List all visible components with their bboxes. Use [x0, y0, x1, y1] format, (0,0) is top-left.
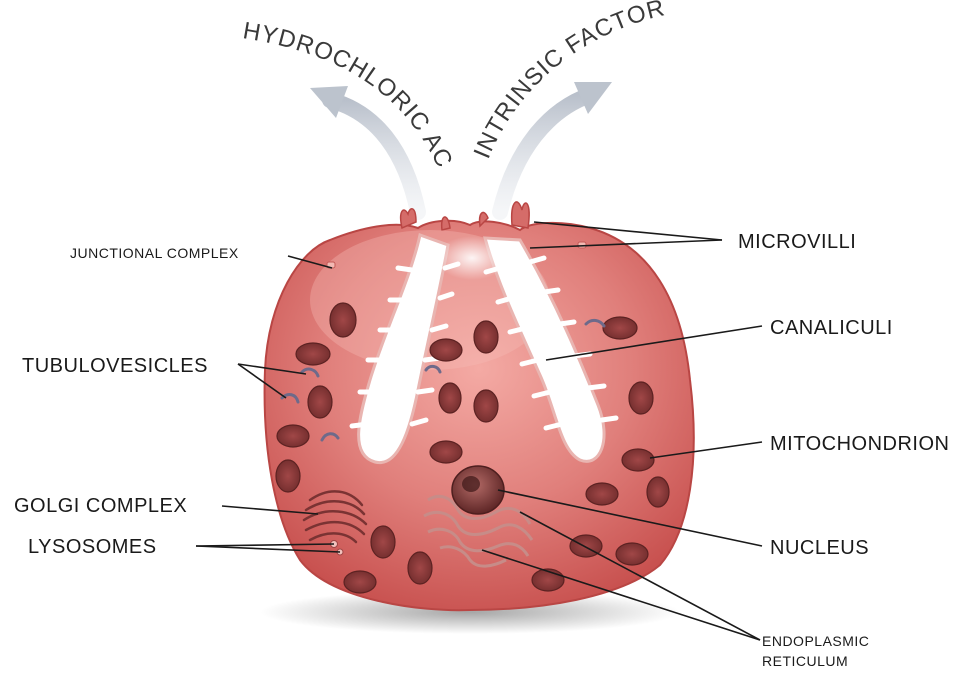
- mitochondrion: [296, 343, 330, 365]
- mitochondrion: [276, 460, 300, 492]
- mitochondrion: [474, 321, 498, 353]
- mitochondrion: [408, 552, 432, 584]
- nucleus-shape: [452, 466, 504, 514]
- golgi-complex-label: GOLGI COMPLEX: [14, 495, 187, 517]
- intrinsic-factor-label: INTRINSIC FACTOR: [469, 0, 668, 162]
- mitochondrion: [330, 303, 356, 337]
- microvilli-label: MICROVILLI: [738, 231, 856, 253]
- mitochondrion: [439, 383, 461, 413]
- mitochondrion: [371, 526, 395, 558]
- mitochondrion: [622, 449, 654, 471]
- canaliculi-label: CANALICULI: [770, 317, 893, 339]
- tubulovesicles-label: TUBULOVESICLES: [22, 355, 208, 377]
- mitochondrion: [308, 386, 332, 418]
- lysosomes-label: LYSOSOMES: [28, 536, 157, 558]
- mitochondrion: [430, 441, 462, 463]
- mitochondrion-label: MITOCHONDRION: [770, 433, 949, 455]
- mitochondrion: [344, 571, 376, 593]
- junctional-complex-label: JUNCTIONAL COMPLEX: [70, 245, 239, 261]
- nucleus-label: NUCLEUS: [770, 537, 869, 559]
- endoplasmic-label-line1: ENDOPLASMIC: [762, 633, 869, 649]
- mitochondrion: [474, 390, 498, 422]
- mitochondrion: [532, 569, 564, 591]
- mitochondrion: [629, 382, 653, 414]
- mitochondrion: [430, 339, 462, 361]
- endoplasmic-label-line2: RETICULUM: [762, 653, 848, 669]
- canal-glow: [436, 236, 508, 280]
- mitochondrion: [586, 483, 618, 505]
- mitochondrion: [277, 425, 309, 447]
- mitochondrion: [603, 317, 637, 339]
- mitochondrion: [647, 477, 669, 507]
- mitochondrion: [616, 543, 648, 565]
